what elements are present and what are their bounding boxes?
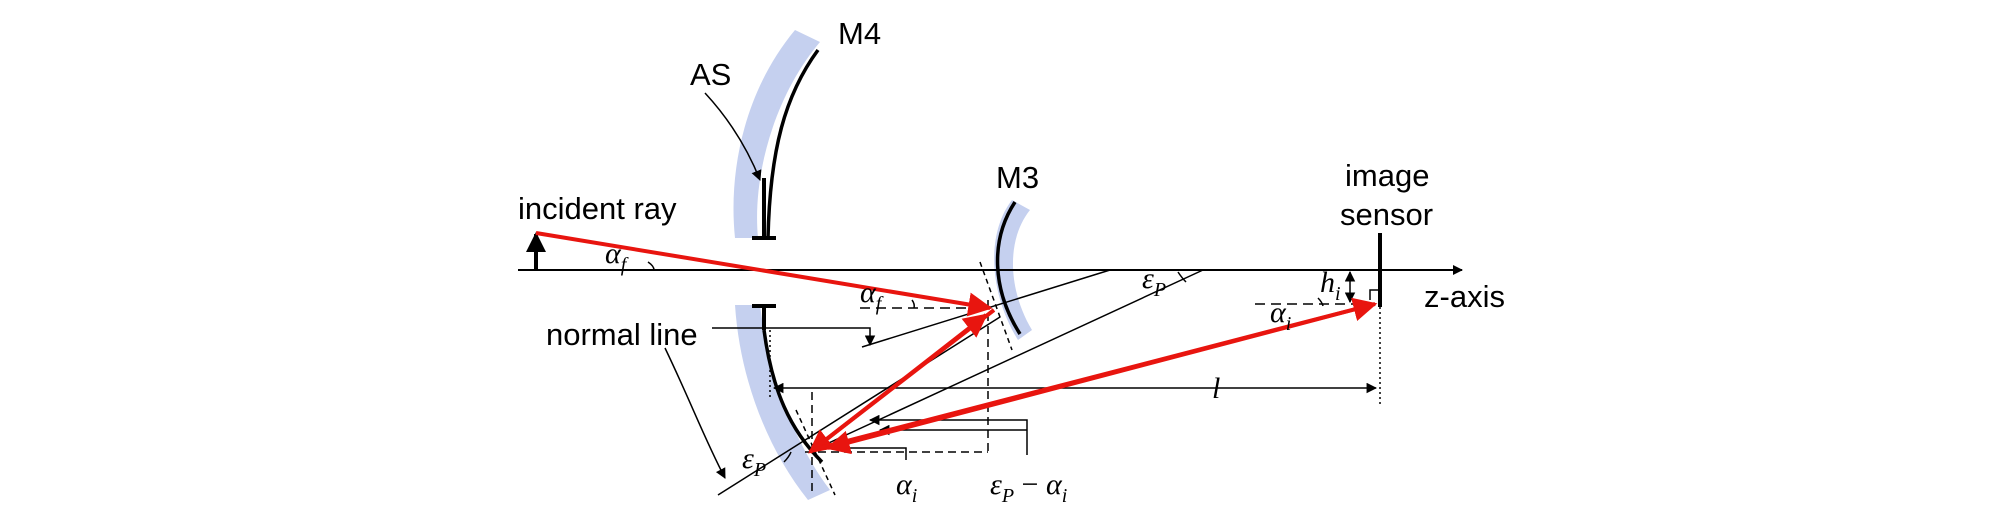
label-z-axis: z-axis (1424, 279, 1505, 314)
as-leader (704, 92, 762, 181)
sensor-right-angle (1369, 289, 1380, 300)
normal-line-m4 (717, 316, 1001, 496)
symbol-alpha-f-top: αf (605, 237, 629, 276)
symbol-alpha-i-right: αi (1270, 296, 1291, 335)
label-m3: M3 (996, 160, 1039, 195)
label-as: AS (690, 57, 731, 92)
symbol-alpha-i-bottom: αi (896, 468, 917, 507)
alpha-i-arc-right (1317, 297, 1324, 307)
symbol-epsilon-p-bottom: εP (742, 442, 766, 481)
label-m4: M4 (838, 16, 881, 51)
ray-sensor-to-m4 (825, 302, 1376, 455)
label-incident-ray: incident ray (518, 191, 677, 226)
m4-upper-band (733, 30, 820, 238)
normal-line-leader-1 (712, 327, 876, 347)
label-sensor: sensor (1340, 197, 1433, 232)
label-image: image (1345, 158, 1429, 193)
ray-incident (535, 231, 993, 317)
m4-stop-lower (752, 304, 776, 330)
label-normal-line: normal line (546, 317, 698, 352)
symbol-ep-minus-ai: εP − αi (990, 468, 1067, 507)
epsilon-p-arc-top (1177, 271, 1187, 283)
m3-mirror (995, 201, 1022, 335)
epsilon-p-arc-bottom (783, 451, 792, 463)
alpha-f-arc-mid (911, 299, 915, 309)
m3-tangent-dashed (979, 261, 1013, 351)
symbol-epsilon-p-top: εP (1142, 262, 1166, 301)
m4-stop-upper (752, 178, 776, 240)
symbol-alpha-f-mid: αf (860, 276, 884, 315)
m4-upper-mirror (766, 48, 820, 239)
normal-line-leader-2 (664, 347, 726, 479)
alpha-f-arc-top (647, 261, 655, 271)
ai-bottom-leader (838, 442, 907, 460)
ray-m4-to-m3 (808, 313, 988, 454)
ep-ai-leader-1 (868, 414, 1028, 455)
epsilon-p-line (819, 269, 1204, 448)
symbol-l: l (1212, 372, 1220, 405)
symbol-h-i: hi (1320, 266, 1341, 305)
